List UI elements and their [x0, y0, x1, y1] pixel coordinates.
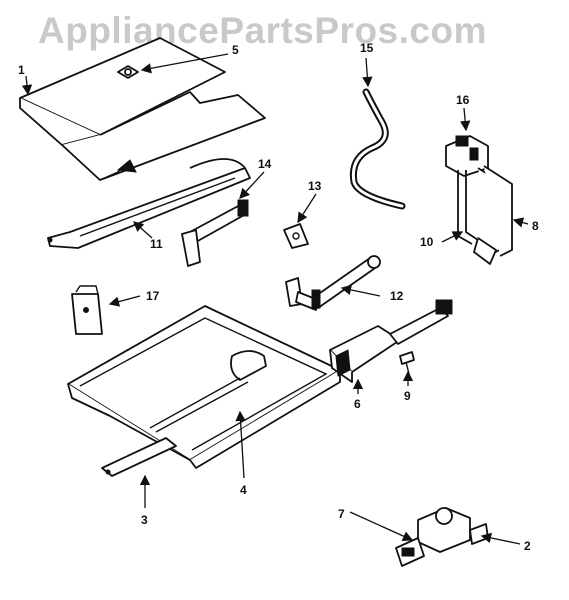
callout-14: 14	[258, 157, 272, 171]
part-14-orifice-holder	[181, 199, 249, 267]
callout-11: 11	[150, 237, 163, 251]
callout-17: 17	[146, 289, 160, 303]
watermark-logo: AppliancePartsPros.com	[38, 10, 487, 51]
part-6-igniter	[329, 299, 453, 383]
callout-4: 4	[240, 483, 247, 497]
callout-8: 8	[532, 219, 539, 233]
part-16-valve	[445, 135, 489, 177]
part-12-pilot-tube	[285, 255, 381, 311]
callout-6: 6	[354, 397, 361, 411]
part-3-spreader-bar	[101, 437, 177, 477]
callout-12: 12	[390, 289, 404, 303]
part-11-burner-tube	[47, 158, 251, 249]
callout-3: 3	[141, 513, 148, 527]
callout-arrows	[21, 53, 529, 545]
part-7-regulator	[395, 507, 489, 567]
part-1-broiler-cover	[19, 37, 266, 181]
callout-7: 7	[338, 507, 345, 521]
part-15-gas-tube	[349, 88, 406, 210]
part-4-broiler-pan	[67, 305, 341, 469]
part-5-wing-nut	[117, 65, 139, 79]
part-17-mounting-plate	[71, 285, 103, 335]
callout-5: 5	[232, 43, 239, 57]
part-9-screw	[399, 351, 415, 379]
callout-2: 2	[524, 539, 531, 553]
callout-13: 13	[308, 179, 322, 193]
part-8-tube	[473, 165, 513, 265]
callout-16: 16	[456, 93, 470, 107]
part-13-bracket	[283, 223, 309, 249]
callout-15: 15	[360, 41, 374, 55]
callout-10: 10	[420, 235, 434, 249]
callout-1: 1	[18, 63, 25, 77]
callout-9: 9	[404, 389, 411, 403]
part-10-tube	[457, 170, 479, 245]
